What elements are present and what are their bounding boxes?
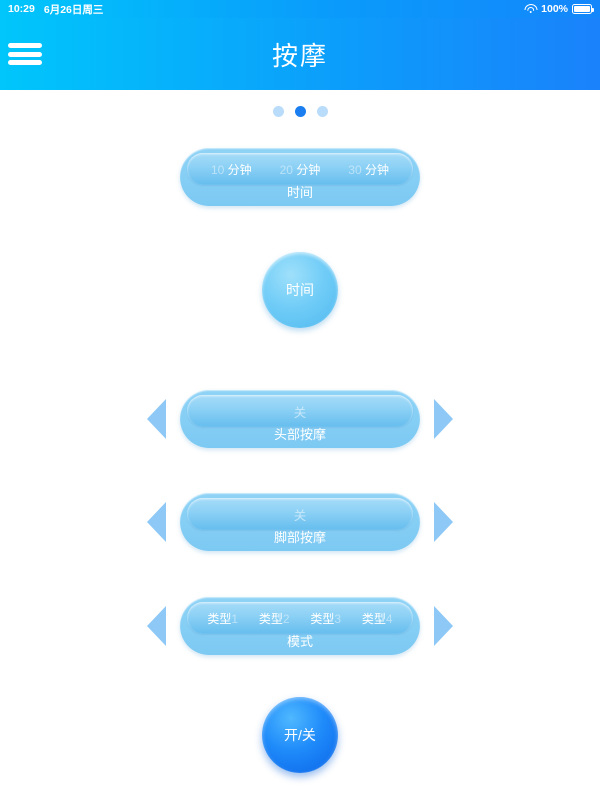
time-selector-pill[interactable]: 10 分钟 20 分钟 30 分钟 时间 [180,148,420,206]
foot-massage-label: 脚部按摩 [273,530,326,545]
hamburger-menu-icon[interactable] [8,41,42,67]
head-massage-label: 头部按摩 [273,427,326,442]
main-content: 10 分钟 20 分钟 30 分钟 时间 时间 关 头部按摩 关 脚 [0,90,600,800]
foot-massage-row: 关 脚部按摩 [0,493,600,551]
foot-massage-arrow-left-icon[interactable] [147,502,166,542]
mode-label: 模式 [286,634,313,649]
time-selector-label: 时间 [286,185,313,200]
head-massage-arrow-left-icon[interactable] [147,399,166,439]
time-option-30[interactable]: 30 分钟 [348,162,389,177]
time-circle-section: 时间 [0,252,600,328]
power-button-section: 开/关 [0,697,600,773]
mode-pill[interactable]: 类型1 类型2 类型3 类型4 模式 [180,597,420,655]
status-time: 10:29 [8,3,35,15]
foot-massage-arrow-right-icon[interactable] [434,502,453,542]
head-massage-row: 关 头部按摩 [0,390,600,448]
foot-massage-value-track: 关 [187,498,413,530]
mode-option-1[interactable]: 类型1 [207,611,239,626]
time-options-track: 10 分钟 20 分钟 30 分钟 [187,153,413,185]
mode-option-2[interactable]: 类型2 [258,611,290,626]
status-bar-right: 100% [524,3,594,15]
head-massage-arrow-right-icon[interactable] [434,399,453,439]
time-circle-button[interactable]: 时间 [262,252,338,328]
head-massage-value: 关 [293,405,307,420]
mode-option-4[interactable]: 类型4 [361,611,393,626]
wifi-icon [524,4,538,14]
pagination-dot-2[interactable] [294,106,306,117]
mode-option-3[interactable]: 类型3 [310,611,342,626]
mode-row: 类型1 类型2 类型3 类型4 模式 [0,597,600,655]
status-date: 6月26日周三 [43,3,104,16]
status-bar: 10:29 6月26日周三 100% [0,0,600,18]
head-massage-pill[interactable]: 关 头部按摩 [180,390,420,448]
page-title: 按摩 [271,40,328,71]
time-circle-label: 时间 [286,282,314,298]
app-header: 按摩 [0,18,600,90]
foot-massage-value: 关 [293,508,307,523]
mode-options-track: 类型1 类型2 类型3 类型4 [187,602,413,634]
head-massage-value-track: 关 [187,395,413,427]
pagination-dots [0,90,600,117]
foot-massage-pill[interactable]: 关 脚部按摩 [180,493,420,551]
time-selector-section: 10 分钟 20 分钟 30 分钟 时间 [0,148,600,206]
battery-percent-label: 100% [541,3,568,15]
battery-icon [572,4,594,14]
power-toggle-button[interactable]: 开/关 [262,697,338,773]
power-button-label: 开/关 [284,727,316,743]
mode-arrow-left-icon[interactable] [147,606,166,646]
time-option-10[interactable]: 10 分钟 [210,162,252,177]
time-option-20[interactable]: 20 分钟 [279,162,321,177]
mode-arrow-right-icon[interactable] [434,606,453,646]
pagination-dot-3[interactable] [316,106,328,117]
pagination-dot-1[interactable] [272,106,284,117]
status-bar-left: 10:29 6月26日周三 [8,2,103,17]
